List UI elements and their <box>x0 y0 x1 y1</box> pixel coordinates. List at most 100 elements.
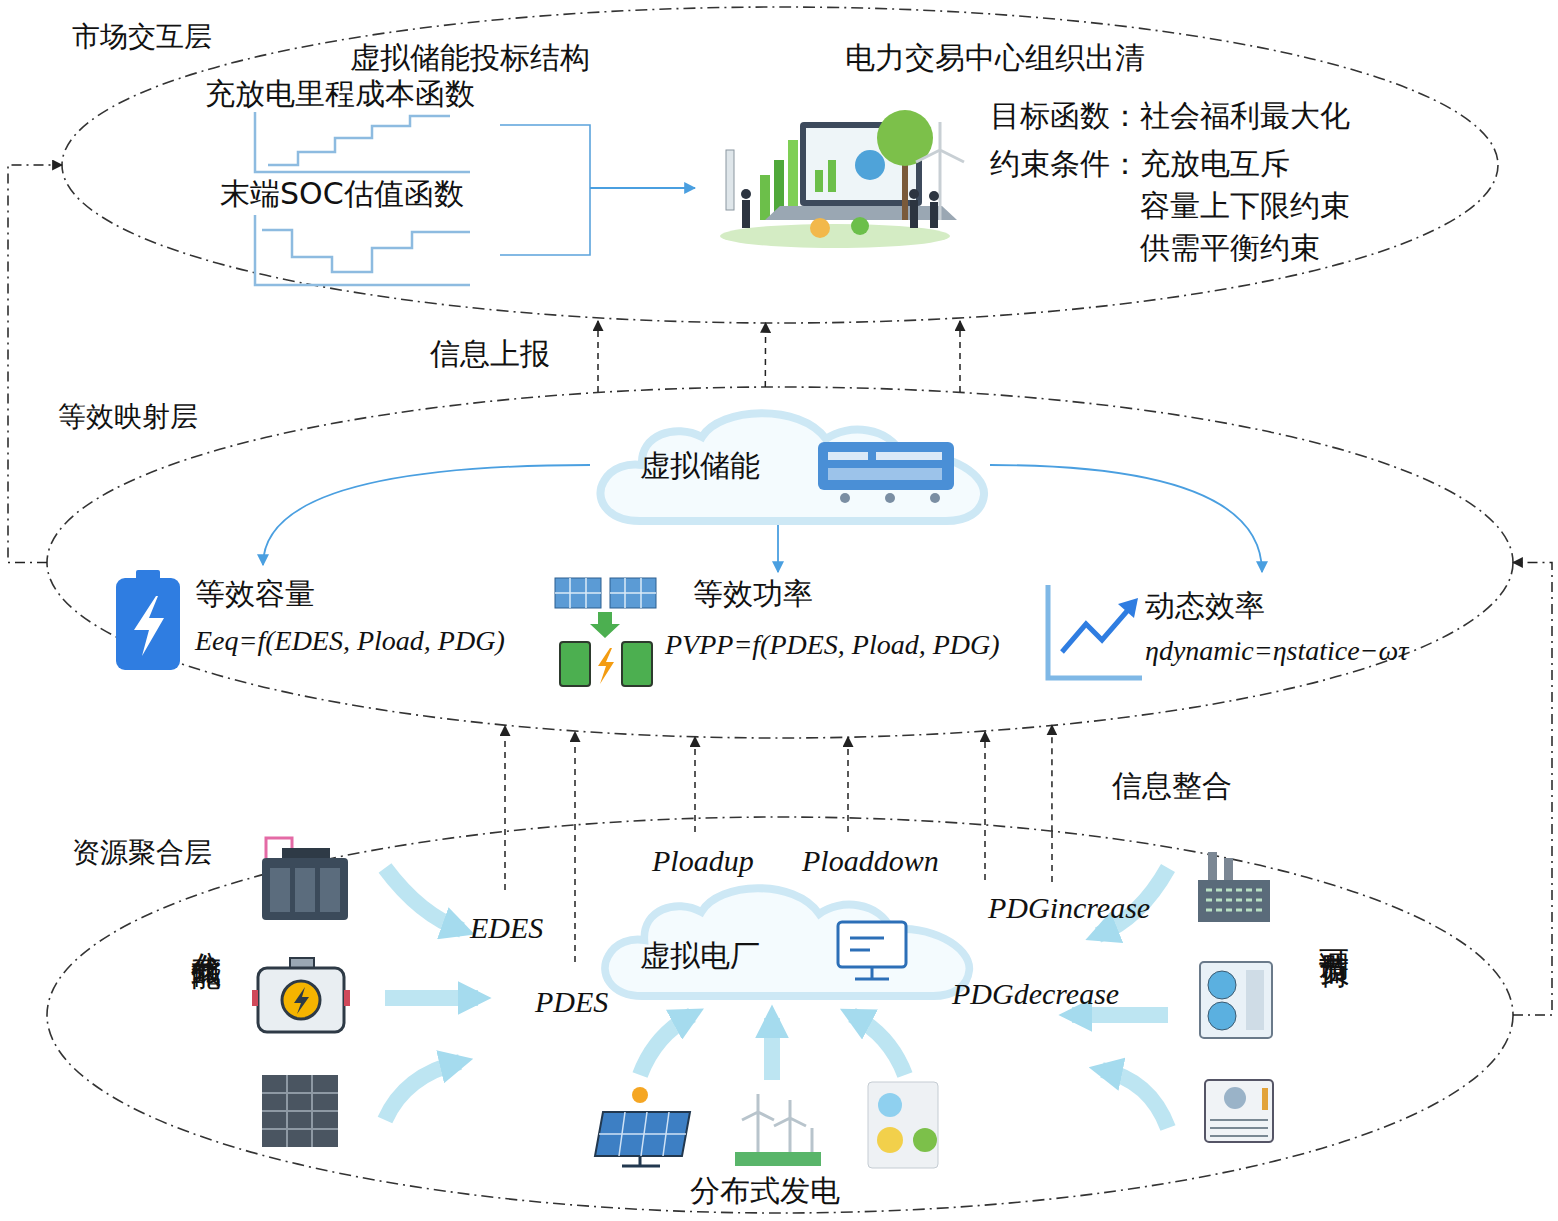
layer-ellipse: 市场交互层虚拟储能投标结构充放电里程成本函数末端SOC估值函数电力交易中心组织出… <box>60 5 1500 325</box>
chart-axis <box>255 215 470 285</box>
formula: PVPP=f(PDES, Pload, PDG) <box>665 628 1000 662</box>
panel-grid <box>555 578 656 608</box>
fan <box>1208 971 1236 999</box>
tree-crown <box>877 110 933 166</box>
group-title: 电力交易中心组织出清 <box>845 40 1145 76</box>
flow-arrow <box>852 1015 905 1075</box>
flow-arrow <box>1072 1007 1168 1023</box>
cloud-title: 虚拟储能 <box>640 448 760 484</box>
trend-arrowhead <box>1118 598 1138 618</box>
layer-title: 市场交互层 <box>72 20 212 54</box>
person-head <box>741 189 751 199</box>
person-head <box>929 191 939 201</box>
step-line <box>262 230 470 272</box>
cable <box>266 838 292 858</box>
solar-panel <box>610 578 656 608</box>
group-label: 分布式储能 <box>188 928 224 938</box>
solar-panel <box>555 578 601 608</box>
cabinet-door <box>270 868 290 912</box>
coin <box>810 218 830 238</box>
flow-arrow <box>385 1062 460 1120</box>
turbine <box>774 1100 806 1152</box>
unit-panel <box>1246 970 1264 1030</box>
energy-storage-cabinet <box>262 838 348 920</box>
item-title: 等效功率 <box>693 576 813 612</box>
chart-title: 充放电里程成本函数 <box>205 76 475 112</box>
chimney <box>1224 858 1233 882</box>
person-head <box>930 493 940 503</box>
item-title: 等效容量 <box>195 576 315 612</box>
clearing-group: 电力交易中心组织出清目标函数：社会福利最大化约束条件：充放电互斥 容量上下限约束… <box>695 40 1410 290</box>
turbine-blades <box>916 122 964 162</box>
fan <box>1224 1087 1246 1109</box>
dashed-arrow <box>847 737 849 832</box>
server-body <box>1205 1080 1273 1142</box>
group-label: 分布式发电 <box>690 1173 840 1209</box>
lightning <box>598 648 614 684</box>
screen-bar <box>876 452 942 460</box>
chart-title: 末端SOC估值函数 <box>220 176 464 212</box>
step-chart <box>255 112 470 285</box>
info-arrows <box>505 321 1052 962</box>
globe <box>855 150 885 180</box>
constraint-text: 约束条件：充放电互斥 容量上下限约束 供需平衡约束 <box>990 143 1410 269</box>
person-head <box>840 493 850 503</box>
laptop-screen <box>800 122 922 206</box>
trading-illustration <box>720 110 964 248</box>
dashed-arrow <box>574 732 576 962</box>
dashed-arrow <box>959 321 961 392</box>
bio-generation-icon <box>868 1082 938 1168</box>
chimney <box>1208 852 1217 882</box>
rack-lines <box>262 1075 338 1147</box>
trend-line <box>1062 610 1128 652</box>
person <box>910 200 918 228</box>
layer-boundary <box>47 387 1513 738</box>
connector-label: 信息上报 <box>430 336 550 372</box>
screen-bar <box>828 452 868 460</box>
air-conditioner-icon <box>1200 962 1272 1038</box>
tree-trunk <box>902 150 908 220</box>
dashed-arrow <box>597 321 599 392</box>
bar <box>815 170 823 192</box>
cabinet-door <box>295 868 315 912</box>
chart-axis <box>255 112 470 172</box>
layer-ellipse: 等效映射层虚拟储能等效容量Eeq=f(EDES, Pload, PDG)等效功率… <box>45 385 1515 740</box>
connector <box>990 465 1262 572</box>
terminal <box>344 990 350 1006</box>
battery <box>622 642 652 686</box>
unit-body <box>1200 962 1272 1038</box>
factory-body <box>1198 880 1270 922</box>
dashed-line <box>1051 832 1053 882</box>
connector <box>590 187 695 189</box>
flow-arrow <box>764 1018 780 1080</box>
indicator <box>1262 1088 1268 1110</box>
person <box>742 200 750 228</box>
battery <box>560 642 590 686</box>
turbine <box>742 1094 774 1152</box>
layer-outline <box>45 815 1515 1215</box>
bracket <box>500 125 590 255</box>
variable-label: PDES <box>535 984 608 1020</box>
windows <box>1206 890 1262 910</box>
fan <box>1208 1002 1236 1030</box>
mapping-item: 等效功率 PVPP=f(PDES, Pload, PDG) <box>550 572 1030 690</box>
generator-top <box>290 958 314 968</box>
panel <box>595 1112 690 1156</box>
cloud-shape <box>605 888 969 996</box>
bar <box>760 175 770 220</box>
layer-boundary <box>62 7 1498 323</box>
solar-storage-icon <box>555 578 656 686</box>
dashed-arrow <box>694 737 696 832</box>
bar <box>828 160 836 192</box>
panel-grid <box>599 1112 686 1156</box>
mapping-item: 等效容量Eeq=f(EDES, Pload, PDG) <box>110 565 535 670</box>
variable-label: PDGdecrease <box>952 976 1119 1012</box>
connector <box>263 465 590 565</box>
step-line <box>268 116 450 165</box>
turbine-mast <box>939 150 942 220</box>
ground <box>720 224 950 248</box>
tower <box>726 150 734 210</box>
vents <box>1210 1120 1268 1136</box>
connector <box>765 323 767 387</box>
flow-arrow <box>385 868 462 930</box>
